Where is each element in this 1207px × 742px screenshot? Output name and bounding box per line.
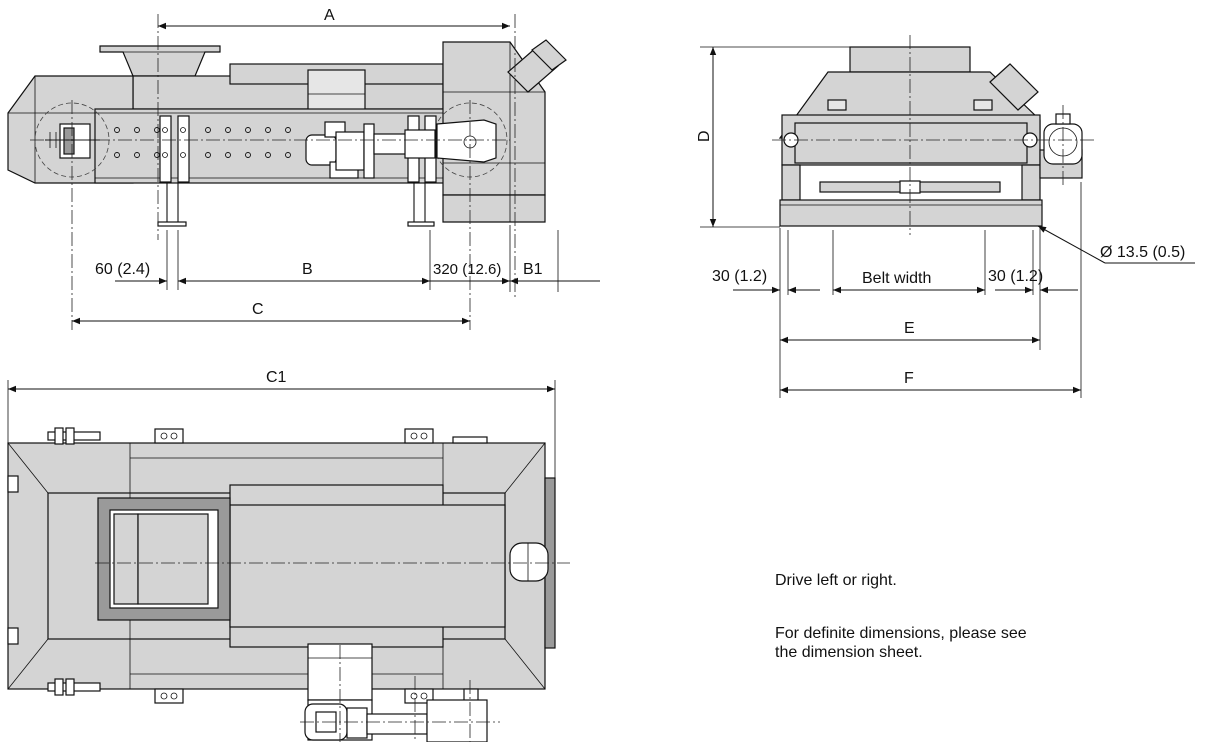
dim-30-right-label: 30 (1.2) [988, 268, 1043, 285]
side-view [7, 14, 600, 330]
dim-c-label: C [252, 301, 264, 318]
dim-e-label: E [904, 320, 915, 337]
definite-note-line1: For definite dimensions, please see [775, 625, 1027, 642]
dim-60-label: 60 (2.4) [95, 261, 150, 278]
hole-diameter-label: Ø 13.5 (0.5) [1100, 244, 1185, 261]
dim-a-label: A [324, 7, 335, 24]
drive-note: Drive left or right. [775, 572, 897, 589]
dim-30-left-label: 30 (1.2) [712, 268, 767, 285]
top-view [7, 380, 570, 742]
dim-f-label: F [904, 370, 914, 387]
end-view [700, 35, 1195, 398]
definite-note-line2: the dimension sheet. [775, 644, 923, 661]
belt-width-label: Belt width [862, 270, 931, 287]
dim-c1-label: C1 [266, 369, 287, 386]
dim-d-label: D [696, 130, 713, 142]
dim-b1-label: B1 [523, 261, 543, 278]
dim-320-label: 320 (12.6) [433, 261, 501, 278]
dim-b-label: B [302, 261, 313, 278]
